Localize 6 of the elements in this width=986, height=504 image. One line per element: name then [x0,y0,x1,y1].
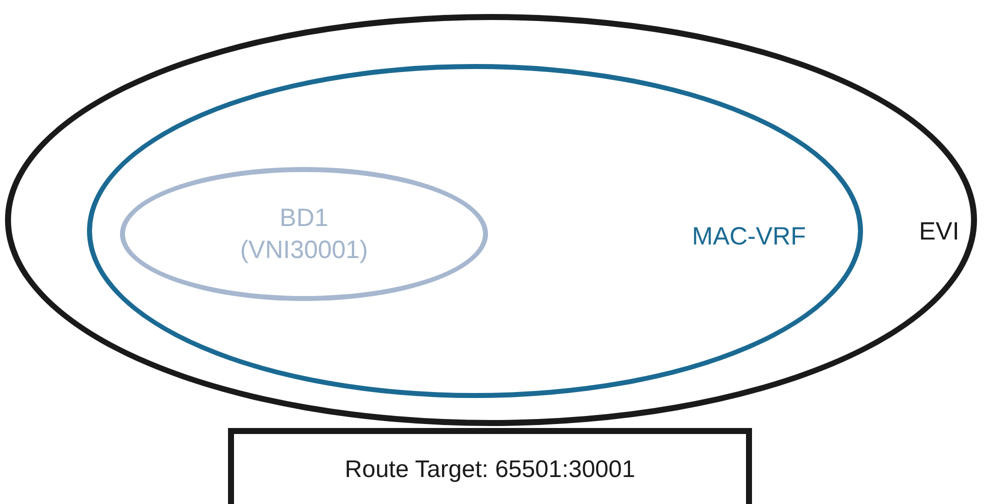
ellipse-label: EVI [919,218,960,246]
route-target-box: Route Target: 65501:30001 [228,428,752,504]
inner-ellipse: BD1 (VNI30001) [120,167,488,301]
ellipse-label: MAC-VRF [692,222,806,252]
outer-ellipse [5,14,977,426]
middle-ellipse [87,64,863,398]
